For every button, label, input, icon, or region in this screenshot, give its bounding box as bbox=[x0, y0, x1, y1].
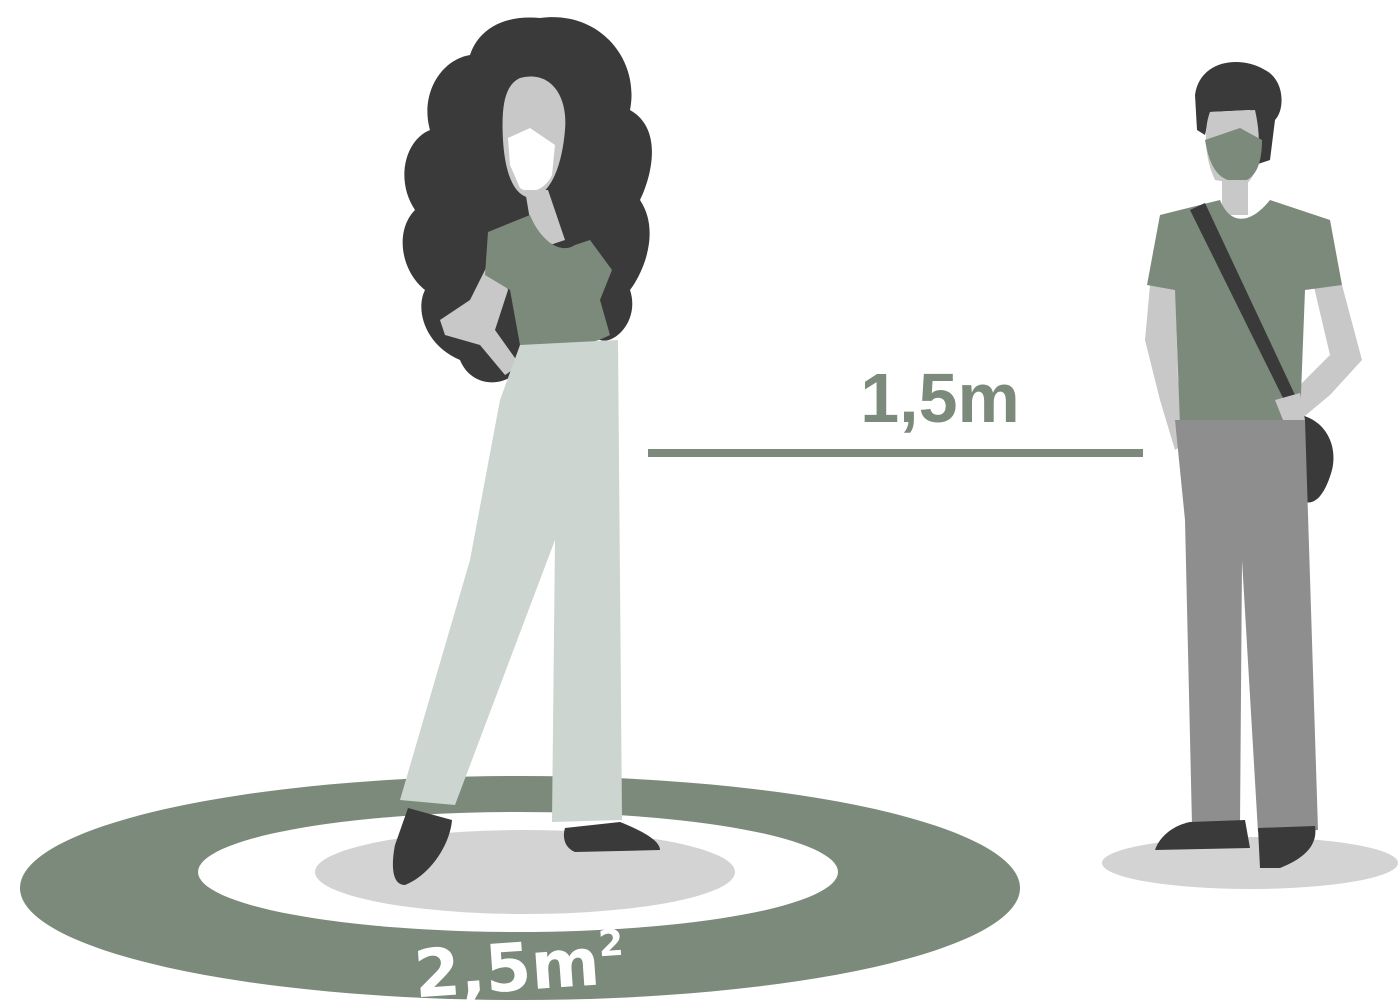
distance-line bbox=[648, 449, 1143, 457]
personal-space-ring: 2,5m2 bbox=[20, 776, 1020, 1002]
man-shoe-left bbox=[1155, 820, 1250, 850]
man-neck bbox=[1222, 180, 1248, 215]
woman-pants bbox=[400, 340, 622, 822]
man-floor-shadow bbox=[1102, 837, 1398, 889]
distance-label: 1,5m bbox=[860, 359, 1020, 437]
woman-figure bbox=[393, 17, 660, 885]
man-pants bbox=[1175, 420, 1318, 832]
area-label: 2,5m2 bbox=[412, 922, 628, 1002]
area-superscript: 2 bbox=[597, 923, 625, 966]
woman-floor-shadow bbox=[315, 830, 735, 914]
man-figure bbox=[1145, 62, 1362, 868]
distance-marker: 1,5m bbox=[648, 359, 1143, 457]
